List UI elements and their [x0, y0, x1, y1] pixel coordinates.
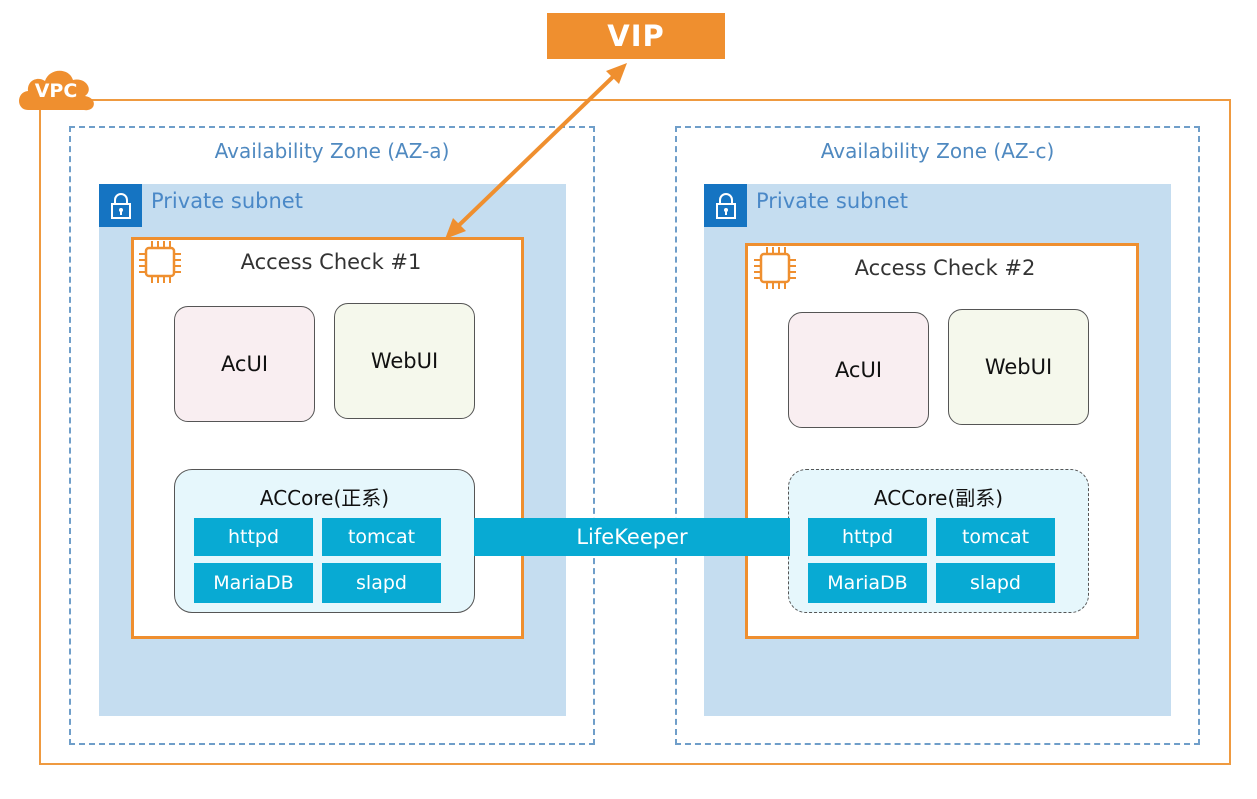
vpc-label: VPC: [34, 80, 78, 102]
service-mariadb-2: MariaDB: [808, 563, 927, 603]
lock-icon: [704, 184, 747, 227]
chip-icon: [139, 241, 181, 283]
webui-box-2: WebUI: [948, 309, 1089, 425]
acui-box-2: AcUI: [788, 312, 929, 428]
service-tomcat-1: tomcat: [322, 518, 441, 556]
availability-zone-c: [675, 126, 1200, 745]
cloud-icon: [19, 70, 94, 111]
acui-box-1: AcUI: [174, 306, 315, 422]
availability-zone-a-title: Availability Zone (AZ-a): [214, 139, 450, 163]
service-httpd-1: httpd: [194, 518, 313, 556]
private-subnet-c-title: Private subnet: [756, 189, 908, 213]
vpc-boundary: [39, 99, 1231, 765]
accore-secondary-title: ACCore(副系): [873, 486, 1004, 510]
service-mariadb-1: MariaDB: [194, 563, 313, 603]
private-subnet-a-title: Private subnet: [151, 189, 303, 213]
service-slapd-1: slapd: [322, 563, 441, 603]
access-check-2-title: Access Check #2: [854, 256, 1036, 280]
lock-icon: [99, 184, 142, 227]
lifekeeper-link: LifeKeeper: [474, 518, 790, 556]
webui-box-1: WebUI: [334, 303, 475, 419]
chip-icon: [754, 247, 796, 289]
service-tomcat-2: tomcat: [936, 518, 1055, 556]
availability-zone-a: [69, 126, 595, 745]
availability-zone-c-title: Availability Zone (AZ-c): [820, 139, 1055, 163]
vip-box: VIP: [547, 13, 725, 59]
service-httpd-2: httpd: [808, 518, 927, 556]
access-check-1-title: Access Check #1: [240, 250, 422, 274]
accore-primary-title: ACCore(正系): [259, 486, 390, 510]
service-slapd-2: slapd: [936, 563, 1055, 603]
